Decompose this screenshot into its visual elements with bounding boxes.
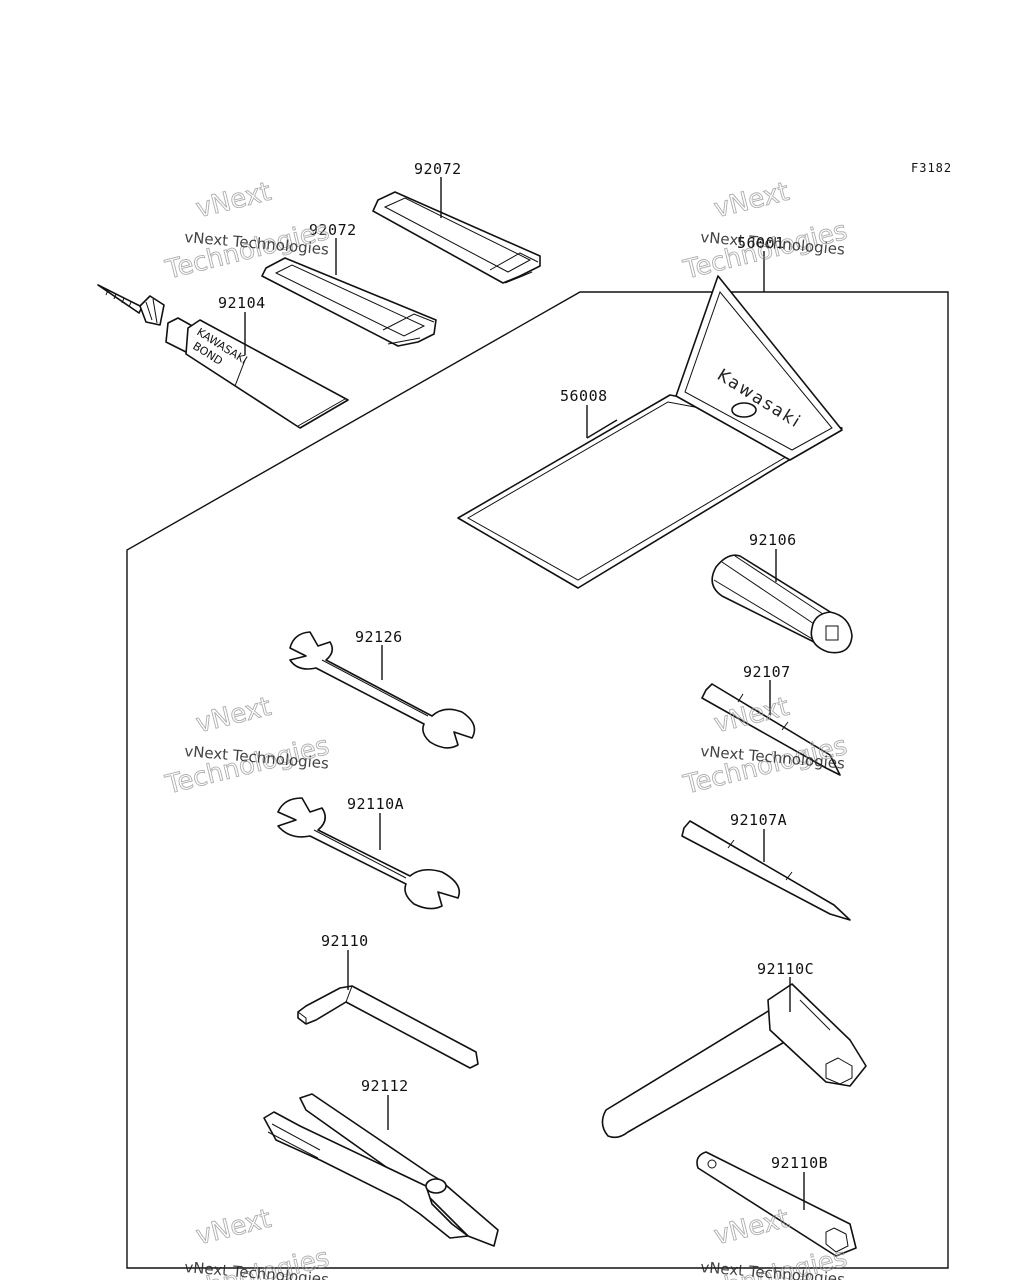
tool-bag: Kawasaki [457,275,843,589]
callout-92107A: 92107A [730,811,787,829]
callout-56001: 56001 [737,234,785,252]
bond-tube: KAWASAKI BOND [97,284,349,429]
callout-92072: 92072 [309,221,357,239]
svg-text:vNext: vNext [711,1204,792,1251]
open-wrench-large [277,797,461,910]
callout-92126: 92126 [355,628,403,646]
callout-92072-top: 92072 [414,160,462,178]
callout-92110A: 92110A [347,795,404,813]
figure-code: F3182 [911,161,952,175]
strap-top [372,191,541,284]
double-ended-bit [681,820,851,921]
screwdriver-bit [701,683,841,776]
box-wrench [601,983,867,1139]
svg-text:vNext: vNext [711,177,792,224]
socket-tube [696,1151,857,1257]
callout-92112: 92112 [361,1077,409,1095]
callout-92110B: 92110B [771,1154,828,1172]
svg-text:vNext: vNext [193,1204,274,1251]
svg-text:vNext: vNext [193,177,274,224]
pliers [263,1093,499,1247]
callout-56008: 56008 [560,387,608,405]
hex-key [297,985,479,1069]
screwdriver-handle [711,554,853,654]
callout-92104: 92104 [218,294,266,312]
callout-92110: 92110 [321,932,369,950]
leader-56008-tip [586,419,618,439]
callout-92110C: 92110C [757,960,814,978]
callout-92106: 92106 [749,531,797,549]
callout-92107: 92107 [743,663,791,681]
open-wrench-small [289,631,476,749]
strap-lower [261,257,437,347]
svg-text:vNext: vNext [193,692,274,739]
